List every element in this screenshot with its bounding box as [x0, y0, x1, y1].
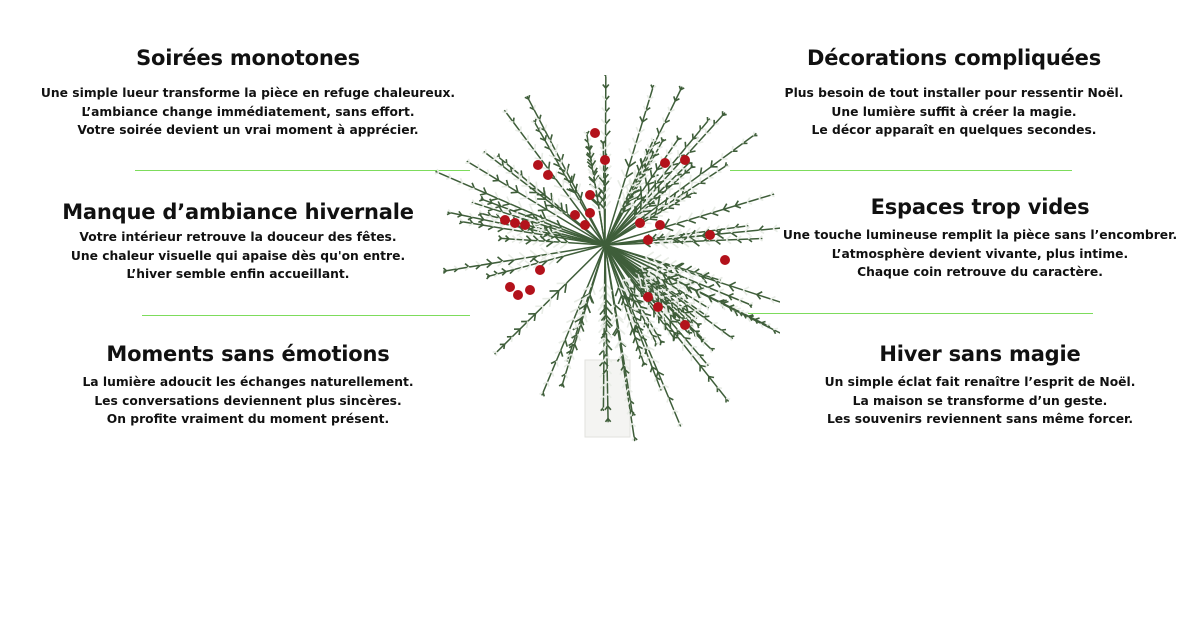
frosted-pine-bouquet-image — [434, 75, 780, 442]
section-line: Les conversations deviennent plus sincèr… — [94, 393, 402, 408]
pine-branch — [604, 131, 758, 246]
berry — [500, 215, 510, 225]
pine-branch — [497, 234, 606, 250]
pine-branch — [604, 244, 755, 322]
section-moments-sans-emotions: Moments sans émotions La lumière adoucit… — [82, 342, 413, 429]
section-line: Une lumière suffit à créer la magie. — [831, 104, 1077, 119]
section-line: Les souvenirs reviennent sans même force… — [826, 412, 1134, 426]
berry — [533, 160, 543, 170]
berry — [510, 218, 520, 228]
pine-branch — [442, 244, 606, 274]
berry — [513, 290, 523, 300]
berry — [600, 155, 610, 165]
pine-branch — [604, 191, 775, 246]
section-line: Une touche lumineuse remplit la pièce sa… — [782, 228, 1178, 242]
pine-branch — [604, 244, 661, 347]
berry — [680, 155, 690, 165]
section-title: Hiver sans magie — [879, 342, 1081, 366]
pine-branch — [604, 244, 636, 417]
berry — [653, 302, 663, 312]
divider — [135, 170, 470, 171]
section-hiver-sans-magie: Hiver sans magie Un simple éclat fait re… — [825, 342, 1136, 429]
section-line: Une chaleur visuelle qui apaise dès qu'o… — [70, 248, 406, 263]
berry — [635, 218, 645, 228]
section-line: On profite vraiment du moment présent. — [106, 412, 390, 426]
section-decorations-compliquees: Décorations compliquées Plus besoin de t… — [785, 46, 1124, 140]
berry — [680, 320, 690, 330]
pine-branch — [465, 158, 606, 246]
pine-branch — [485, 244, 606, 280]
section-line: La maison se transforme d’un geste. — [852, 393, 1108, 408]
pine-branch — [492, 244, 606, 357]
divider — [748, 313, 1093, 314]
berry — [585, 190, 595, 200]
section-line: L’hiver semble enfin accueillant. — [126, 267, 350, 281]
berry — [655, 220, 665, 230]
section-line: L’ambiance change immédiatement, sans ef… — [81, 104, 415, 119]
section-line: L’atmosphère devient vivante, plus intim… — [831, 246, 1129, 261]
pine-branch — [604, 137, 657, 246]
berry — [720, 255, 730, 265]
section-line: La lumière adoucit les échanges naturell… — [82, 375, 414, 389]
berry — [580, 220, 590, 230]
pine-branch — [604, 159, 693, 246]
berry — [643, 235, 653, 245]
section-manque-ambiance: Manque d’ambiance hivernale Votre intéri… — [62, 200, 414, 284]
red-berries — [500, 128, 730, 330]
berry — [570, 210, 580, 220]
pine-branch — [434, 168, 606, 246]
section-line: Votre soirée devient un vrai moment à ap… — [77, 123, 419, 137]
berry — [643, 292, 653, 302]
pine-branch — [558, 244, 606, 388]
section-soirees-monotones: Soirées monotones Une simple lueur trans… — [41, 46, 455, 140]
berry — [585, 208, 595, 218]
berry — [705, 230, 715, 240]
section-line: Votre intérieur retrouve la douceur des … — [79, 230, 397, 244]
section-title: Manque d’ambiance hivernale — [62, 200, 414, 224]
section-line: Plus besoin de tout installer pour resse… — [784, 86, 1124, 100]
section-espaces-trop-vides: Espaces trop vides Une touche lumineuse … — [783, 195, 1177, 282]
berry — [543, 170, 553, 180]
section-title: Décorations compliquées — [806, 46, 1102, 70]
pine-branch — [599, 244, 614, 423]
divider — [730, 170, 1072, 171]
pine-branch — [604, 244, 711, 311]
pine-branch — [458, 218, 606, 246]
berry — [660, 158, 670, 168]
berry — [520, 220, 530, 230]
berry — [505, 282, 515, 292]
berry — [535, 265, 545, 275]
pine-branch — [604, 244, 735, 341]
section-line: Le décor apparaît en quelques secondes. — [811, 123, 1097, 137]
berry — [525, 285, 535, 295]
section-line: Chaque coin retrouve du caractère. — [857, 265, 1103, 279]
pine-branch — [604, 244, 702, 329]
divider — [142, 315, 470, 316]
section-title: Espaces trop vides — [870, 195, 1090, 219]
section-title: Soirées monotones — [136, 46, 360, 70]
pine-branch — [530, 118, 606, 246]
section-line: Un simple éclat fait renaître l’esprit d… — [824, 375, 1136, 389]
section-title: Moments sans émotions — [106, 342, 390, 366]
pine-branch — [604, 84, 657, 246]
pine-branch — [604, 244, 648, 367]
section-line: Une simple lueur transforme la pièce en … — [40, 86, 456, 100]
berry — [590, 128, 600, 138]
